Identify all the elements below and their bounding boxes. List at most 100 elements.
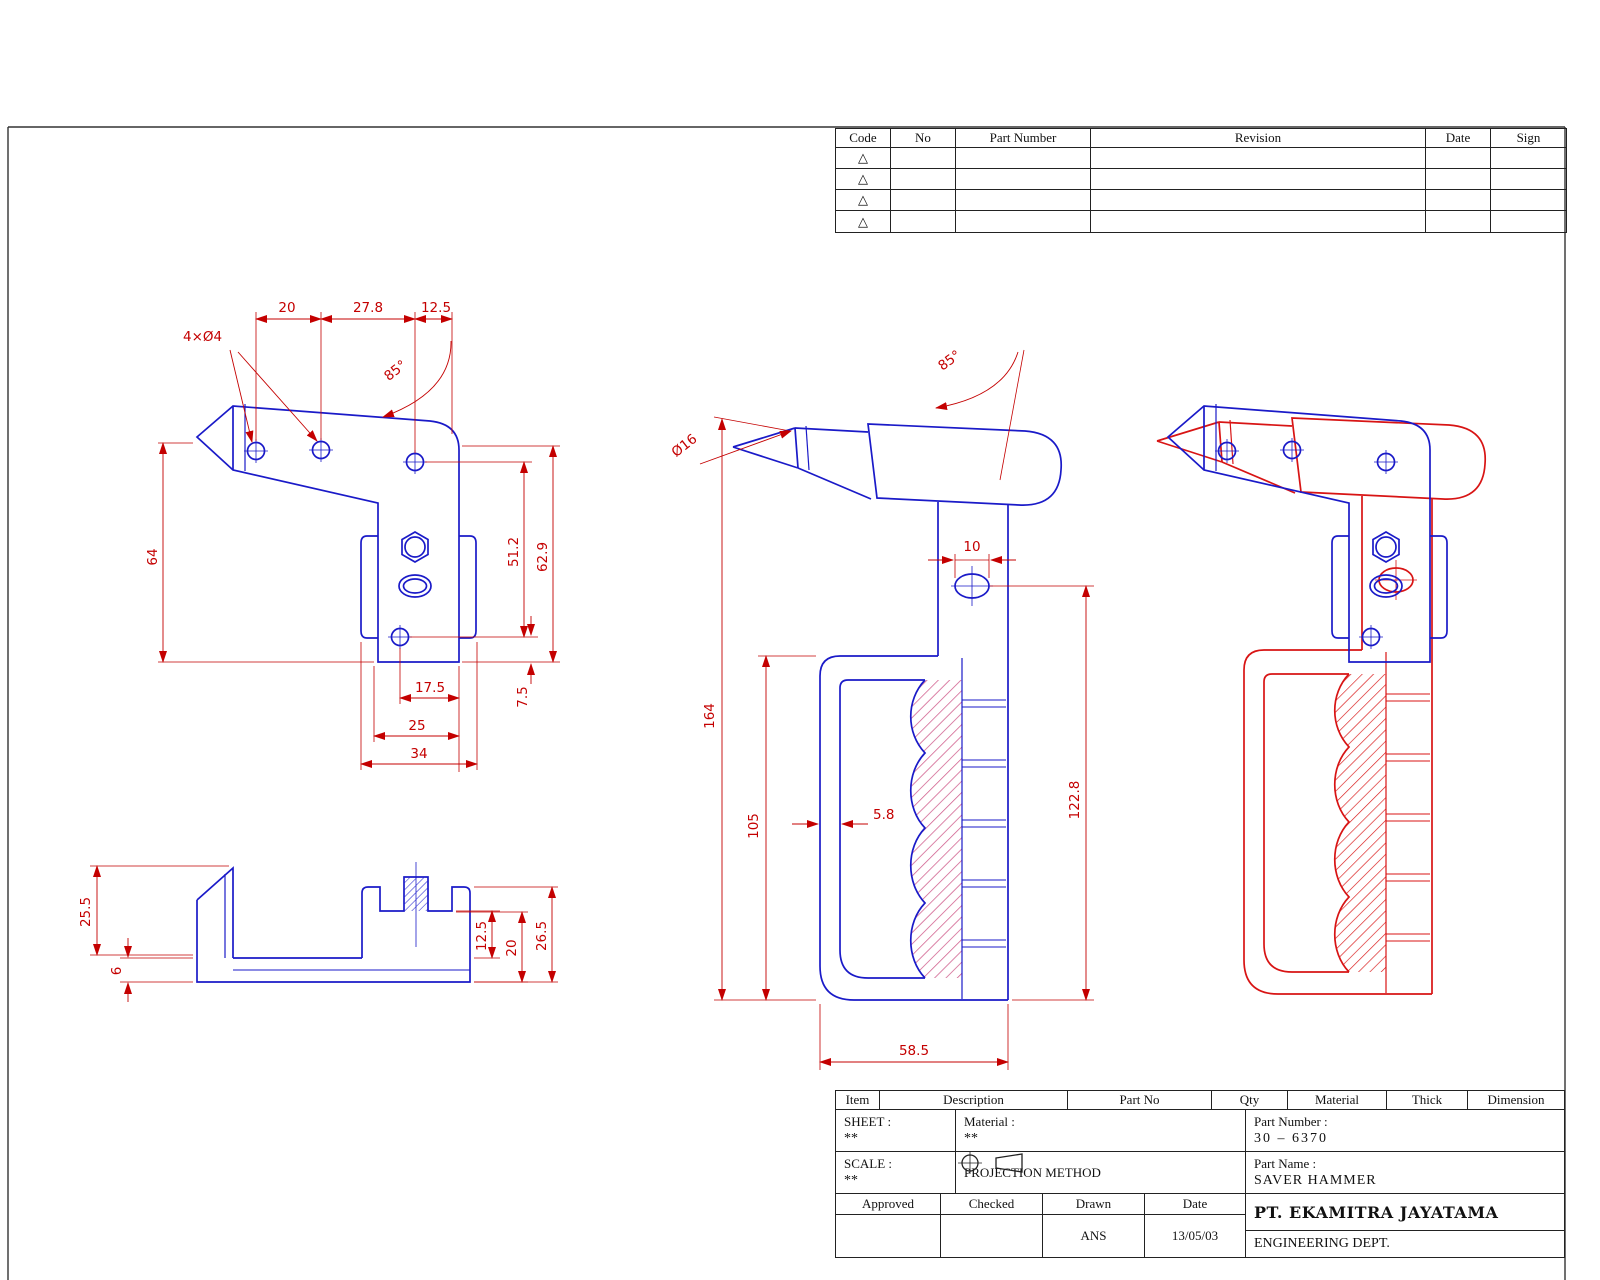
revision-header-part-number: Part Number: [956, 129, 1091, 148]
scale-label: SCALE :: [844, 1155, 893, 1171]
tb-projection-cell: PROJECTION METHOD: [955, 1151, 1246, 1194]
scale-value: **: [844, 1173, 858, 1189]
drawn-value: ANS: [1042, 1214, 1145, 1258]
revision-header-revision: Revision: [1091, 129, 1426, 148]
revision-row-cell: [956, 148, 1091, 169]
date-label: Date: [1144, 1193, 1246, 1215]
dimension-label: 122.8: [1067, 781, 1083, 820]
dimension-label: 10: [963, 539, 980, 555]
tb-header-part-no: Part No: [1067, 1090, 1212, 1110]
tb-part-name-cell: Part Name : SAVER HAMMER: [1245, 1151, 1565, 1194]
part-name-value: SAVER HAMMER: [1254, 1173, 1377, 1189]
revision-header-date: Date: [1426, 129, 1491, 148]
grip-hatch: [910, 680, 962, 978]
revision-row-cell: [1491, 148, 1566, 169]
tb-part-number-cell: Part Number : 30 – 6370: [1245, 1109, 1565, 1152]
revision-row-cell: [891, 148, 956, 169]
title-block: Item Description Part No Qty Material Th…: [835, 1090, 1565, 1258]
tb-material-cell: Material : **: [955, 1109, 1246, 1152]
revision-row-cell: [1426, 211, 1491, 232]
part-name-label: Part Name :: [1254, 1155, 1317, 1171]
tb-sheet-cell: SHEET : **: [835, 1109, 956, 1152]
bottom-view-outline: [196, 862, 471, 983]
revision-row-cell: [1491, 190, 1566, 211]
tb-header-material: Material: [1287, 1090, 1387, 1110]
assembly-view: [1156, 403, 1487, 995]
revision-header-no: No: [891, 129, 956, 148]
grip-hatch-red: [1334, 674, 1386, 972]
tb-header-qty: Qty: [1211, 1090, 1288, 1110]
revision-row-cell: [1426, 148, 1491, 169]
dimension-label: 25: [408, 718, 425, 734]
company-name: PT. EKAMITRA JAYATAMA: [1246, 1194, 1564, 1232]
front-view-dimensions: [158, 312, 560, 772]
tb-header-item: Item: [835, 1090, 880, 1110]
revision-row-cell: [1491, 211, 1566, 232]
dimension-label: 20: [504, 939, 520, 956]
front-view: 20 27.8 12.5 4×Ø4 85° 64 51.2 62.9 7.5 1…: [145, 300, 560, 772]
revision-row-code: △: [836, 169, 891, 190]
sheet-value: **: [844, 1131, 858, 1147]
drawn-label: Drawn: [1042, 1193, 1145, 1215]
revision-row-cell: [956, 169, 1091, 190]
bottom-view-dimensions: [90, 865, 558, 1002]
side-view: Ø16 85° 10 164 105 5.8 122.8 58.5: [669, 347, 1094, 1070]
revision-row-cell: [891, 169, 956, 190]
revision-row-cell: [1091, 211, 1426, 232]
revision-row-cell: [891, 211, 956, 232]
dimension-label: 26.5: [534, 921, 550, 951]
revision-row-cell: [956, 211, 1091, 232]
revision-row-cell: [1091, 190, 1426, 211]
dimension-label: 12.5: [421, 300, 451, 316]
part-number-value: 30 – 6370: [1254, 1131, 1328, 1147]
dimension-label: Ø16: [669, 431, 701, 461]
dimension-label: 34: [410, 746, 427, 762]
part-number-label: Part Number :: [1254, 1113, 1328, 1129]
dimension-label: 4×Ø4: [183, 329, 222, 345]
dimension-label: 85°: [935, 347, 964, 374]
revision-row-code: △: [836, 211, 891, 232]
dimension-label: 17.5: [415, 680, 445, 696]
dimension-label: 7.5: [515, 686, 531, 707]
revision-row-cell: [891, 190, 956, 211]
revision-row-cell: [1491, 169, 1566, 190]
date-value: 13/05/03: [1144, 1214, 1246, 1258]
material-value: **: [964, 1131, 978, 1147]
material-label: Material :: [964, 1113, 1015, 1129]
revision-header-sign: Sign: [1491, 129, 1566, 148]
dimension-label: 62.9: [535, 542, 551, 572]
approved-value: [835, 1214, 941, 1258]
dimension-label: 85°: [381, 357, 410, 384]
revision-table: Code No Part Number Revision Date Sign △…: [835, 128, 1567, 233]
checked-label: Checked: [940, 1193, 1043, 1215]
sheet-label: SHEET :: [844, 1113, 892, 1129]
revision-row-cell: [1426, 169, 1491, 190]
dimension-label: 105: [746, 813, 762, 839]
stud-hatch: [404, 877, 428, 911]
dimension-label: 20: [278, 300, 295, 316]
dimension-label: 6: [109, 967, 125, 976]
dimension-label: 25.5: [78, 897, 94, 927]
dimension-label: 58.5: [899, 1043, 929, 1059]
sheet-frame: [7, 126, 1566, 1280]
tb-header-dimension: Dimension: [1467, 1090, 1565, 1110]
revision-row-cell: [1091, 148, 1426, 169]
side-view-dimensions: [699, 349, 1094, 1070]
revision-row-code: △: [836, 190, 891, 211]
dimension-label: 12.5: [474, 921, 490, 951]
bottom-view: 25.5 6 12.5 20 26.5: [78, 862, 558, 1002]
revision-row-cell: [956, 190, 1091, 211]
checked-value: [940, 1214, 1043, 1258]
revision-row-code: △: [836, 148, 891, 169]
tb-scale-cell: SCALE : **: [835, 1151, 956, 1194]
tb-header-description: Description: [879, 1090, 1068, 1110]
revision-header-code: Code: [836, 129, 891, 148]
dimension-label: 5.8: [873, 807, 894, 823]
projection-method-symbol: [958, 1152, 1023, 1174]
dimension-label: 64: [145, 548, 161, 565]
dimension-label: 51.2: [506, 537, 522, 567]
dimension-label: 164: [702, 703, 718, 729]
dimension-label: 27.8: [353, 300, 383, 316]
